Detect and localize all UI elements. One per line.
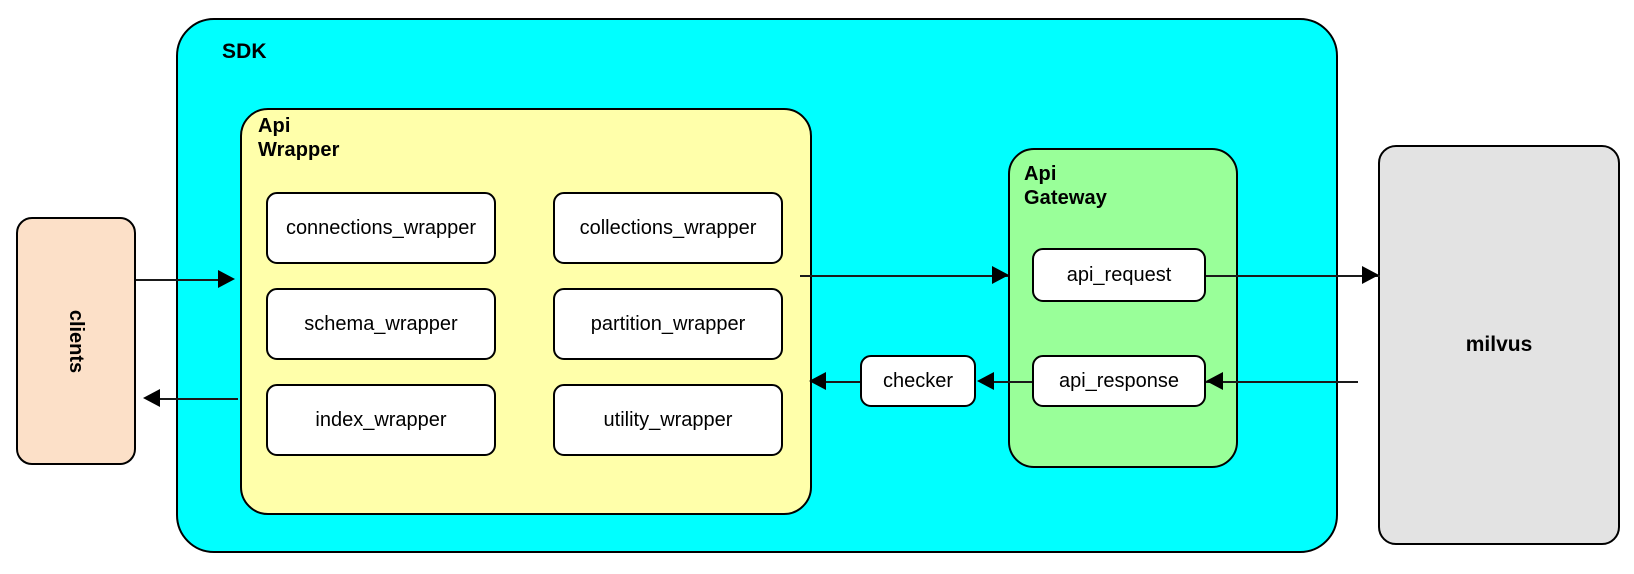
arrowhead-clients-to-wrapper [218, 270, 235, 288]
node-connections-wrapper[interactable]: connections_wrapper [266, 192, 496, 264]
node-label: api_response [1058, 369, 1180, 392]
node-index-wrapper[interactable]: index_wrapper [266, 384, 496, 456]
clients-label: clients [65, 309, 88, 373]
arrowhead-wrapper-to-clients [143, 389, 160, 407]
arrowhead-milvus-to-api-response [1206, 372, 1223, 390]
node-label: index_wrapper [315, 408, 447, 431]
clients-box[interactable]: clients [16, 217, 136, 465]
node-label: partition_wrapper [590, 312, 746, 335]
node-api-response[interactable]: api_response [1032, 355, 1206, 407]
node-label: schema_wrapper [304, 312, 458, 335]
milvus-label: milvus [1465, 333, 1533, 356]
arrowhead-checker-to-wrapper [809, 372, 826, 390]
api-gateway-container [1008, 148, 1238, 468]
arrowhead-api-response-to-checker [977, 372, 994, 390]
milvus-box[interactable]: milvus [1378, 145, 1620, 545]
connector-api-request-to-milvus [1206, 275, 1380, 277]
node-api-request[interactable]: api_request [1032, 248, 1206, 302]
connector-api-response-to-checker [994, 381, 1032, 383]
connector-wrapper-to-clients [160, 398, 238, 400]
api-wrapper-label: Api Wrapper [258, 115, 340, 161]
connector-clients-to-wrapper [136, 279, 220, 281]
checker-label: checker [882, 369, 954, 392]
node-utility-wrapper[interactable]: utility_wrapper [553, 384, 783, 456]
node-label: connections_wrapper [285, 216, 477, 239]
node-collections-wrapper[interactable]: collections_wrapper [553, 192, 783, 264]
checker-box[interactable]: checker [860, 355, 976, 407]
connector-milvus-to-api-response [1206, 381, 1358, 383]
connector-wrapper-to-api-request [800, 275, 1008, 277]
node-partition-wrapper[interactable]: partition_wrapper [553, 288, 783, 360]
node-schema-wrapper[interactable]: schema_wrapper [266, 288, 496, 360]
api-gateway-label: Api Gateway [1024, 163, 1107, 209]
node-label: utility_wrapper [603, 408, 733, 431]
arrowhead-wrapper-to-api-request [992, 266, 1009, 284]
connector-checker-to-wrapper [826, 381, 860, 383]
node-label: collections_wrapper [579, 216, 757, 239]
sdk-label: SDK [222, 40, 267, 63]
node-label: api_request [1066, 263, 1172, 286]
arrowhead-api-request-to-milvus [1362, 266, 1379, 284]
